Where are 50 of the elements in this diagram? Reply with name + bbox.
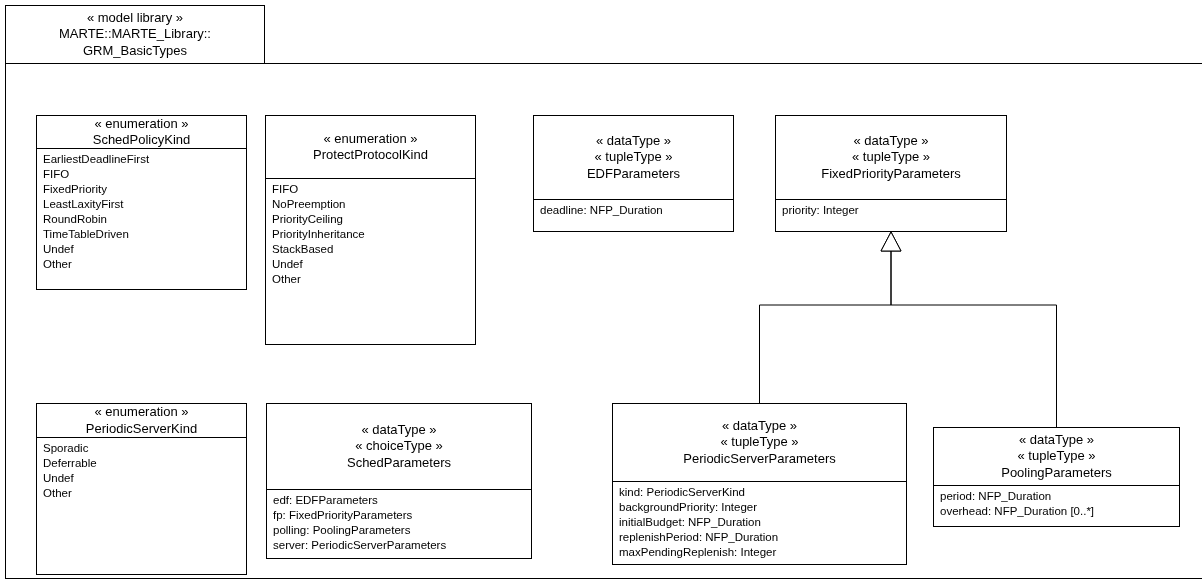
attribute-text: polling: PoolingParameters [273, 523, 412, 538]
attribute-text: Other [43, 486, 73, 501]
attribute-text: LeastLaxityFirst [43, 197, 125, 212]
attribute-text: initialBudget: NFP_Duration [619, 515, 762, 530]
attribute-text: Undef [43, 242, 75, 257]
attribute-text: Sporadic [43, 441, 90, 456]
class-box [775, 115, 1007, 232]
attribute-text: RoundRobin [43, 212, 108, 227]
attribute-text: deadline: NFP_Duration [540, 203, 664, 218]
attribute-text: backgroundPriority: Integer [619, 500, 759, 515]
attribute-text: fp: FixedPriorityParameters [273, 508, 414, 523]
generalization-arrow [880, 231, 1057, 428]
class-name: « dataType » « choiceType » SchedParameters [346, 421, 452, 472]
attribute-text: edf: EDFParameters [273, 493, 379, 508]
attribute-text: FIFO [43, 167, 71, 182]
attribute-text: kind: PeriodicServerKind [619, 485, 746, 500]
attribute-text: EarliestDeadlineFirst [43, 152, 151, 167]
attribute-text: Deferrable [43, 456, 98, 471]
class-box [36, 115, 247, 290]
class-name: « dataType » « tupleType » EDFParameters [586, 132, 681, 183]
attribute-text: server: PeriodicServerParameters [273, 538, 448, 553]
class-name: « enumeration » ProtectProtocolKind [313, 130, 428, 164]
package-title: « model library » MARTE::MARTE_Library:: GRM_BasicTypes [59, 9, 211, 60]
class-box [533, 115, 734, 232]
class-box [265, 115, 476, 345]
attribute-text: Other [272, 272, 302, 287]
class-name: « dataType » « tupleType » FixedPriorityParameters [821, 132, 961, 183]
attribute-text: maxPendingReplenish: Integer [619, 545, 778, 560]
attribute-text: period: NFP_Duration [940, 489, 1053, 504]
class-name: « enumeration » PeriodicServerKind [85, 404, 198, 437]
class-box [612, 403, 907, 565]
attribute-text: PriorityInheritance [272, 227, 366, 242]
class-box [933, 427, 1180, 527]
class-box [36, 403, 247, 575]
attribute-text: Other [43, 257, 73, 272]
class-name: « enumeration » SchedPolicyKind [92, 115, 191, 149]
attribute-text: FixedPriority [43, 182, 108, 197]
attribute-text: FIFO [272, 182, 300, 197]
class-name: « dataType » « tupleType » PeriodicServerParameters [683, 417, 836, 468]
class-box [266, 403, 532, 559]
attribute-text: NoPreemption [272, 197, 347, 212]
attribute-text: replenishPeriod: NFP_Duration [619, 530, 780, 545]
attribute-text: Undef [272, 257, 304, 272]
attribute-text: priority: Integer [782, 203, 860, 218]
attribute-text: TimeTableDriven [43, 227, 130, 242]
class-name: « dataType » « tupleType » PoolingParameters [1001, 431, 1112, 482]
attribute-text: StackBased [272, 242, 335, 257]
attribute-text: PriorityCeiling [272, 212, 344, 227]
attribute-text: Undef [43, 471, 75, 486]
attribute-text: overhead: NFP_Duration [0..*] [940, 504, 1096, 519]
